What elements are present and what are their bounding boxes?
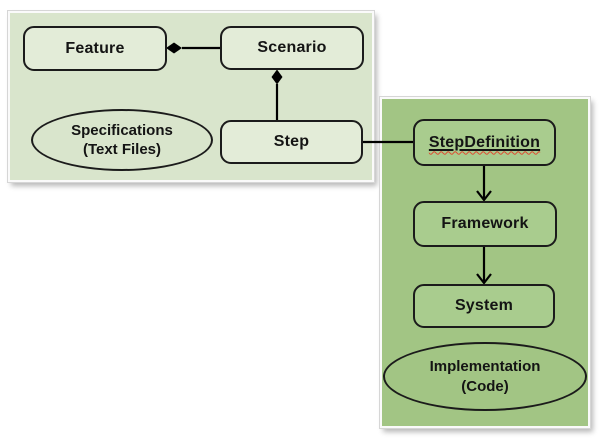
framework-node: Framework xyxy=(413,201,557,247)
framework-node-label: Framework xyxy=(441,215,529,232)
system-node-label: System xyxy=(454,297,514,314)
step-definition-node: StepDefinition xyxy=(413,119,556,166)
implementation-ellipse-line1: Implementation xyxy=(429,358,541,375)
feature-node: Feature xyxy=(23,26,167,71)
implementation-ellipse: Implementation (Code) xyxy=(383,342,587,411)
step-node-label: Step xyxy=(273,133,310,150)
scenario-node-label: Scenario xyxy=(257,39,327,56)
specifications-ellipse-line2: (Text Files) xyxy=(82,141,162,158)
specifications-ellipse-line1: Specifications xyxy=(71,121,173,139)
step-definition-node-label: StepDefinition xyxy=(428,133,541,151)
implementation-ellipse-line2: (Code) xyxy=(461,377,509,395)
step-node: Step xyxy=(220,120,363,164)
scenario-node: Scenario xyxy=(220,26,364,70)
system-node: System xyxy=(413,284,555,328)
specifications-ellipse: Specifications (Text Files) xyxy=(31,109,213,171)
step-definition-underline: StepDefinition xyxy=(429,134,540,152)
feature-node-label: Feature xyxy=(65,39,125,57)
